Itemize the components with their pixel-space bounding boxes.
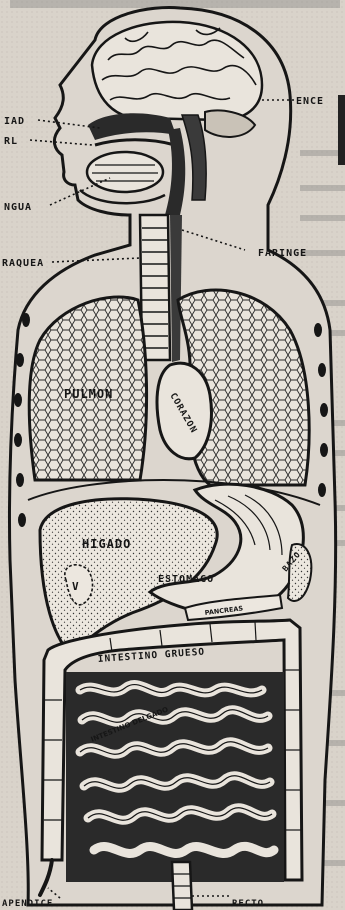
label-traquea: RAQUEA [2,258,44,269]
page-edge-mark [338,95,345,165]
label-pulmon: PULMON [64,387,113,401]
label-cavidad-top: IAD [4,116,25,127]
label-faringe: FARINGE [258,248,307,259]
esophagus [170,215,182,362]
label-recto: RECTO [232,899,264,909]
label-encefalo: ENCE [296,96,324,107]
label-higado: HIGADO [82,537,131,551]
label-cavidad-bottom: RL [4,136,18,147]
tongue [87,152,163,192]
label-lengua: NGUA [4,202,32,213]
label-vesicula: V [72,580,80,593]
label-estomago: ESTOMAGO [158,574,214,585]
label-apendice: APENDICE [2,899,53,909]
